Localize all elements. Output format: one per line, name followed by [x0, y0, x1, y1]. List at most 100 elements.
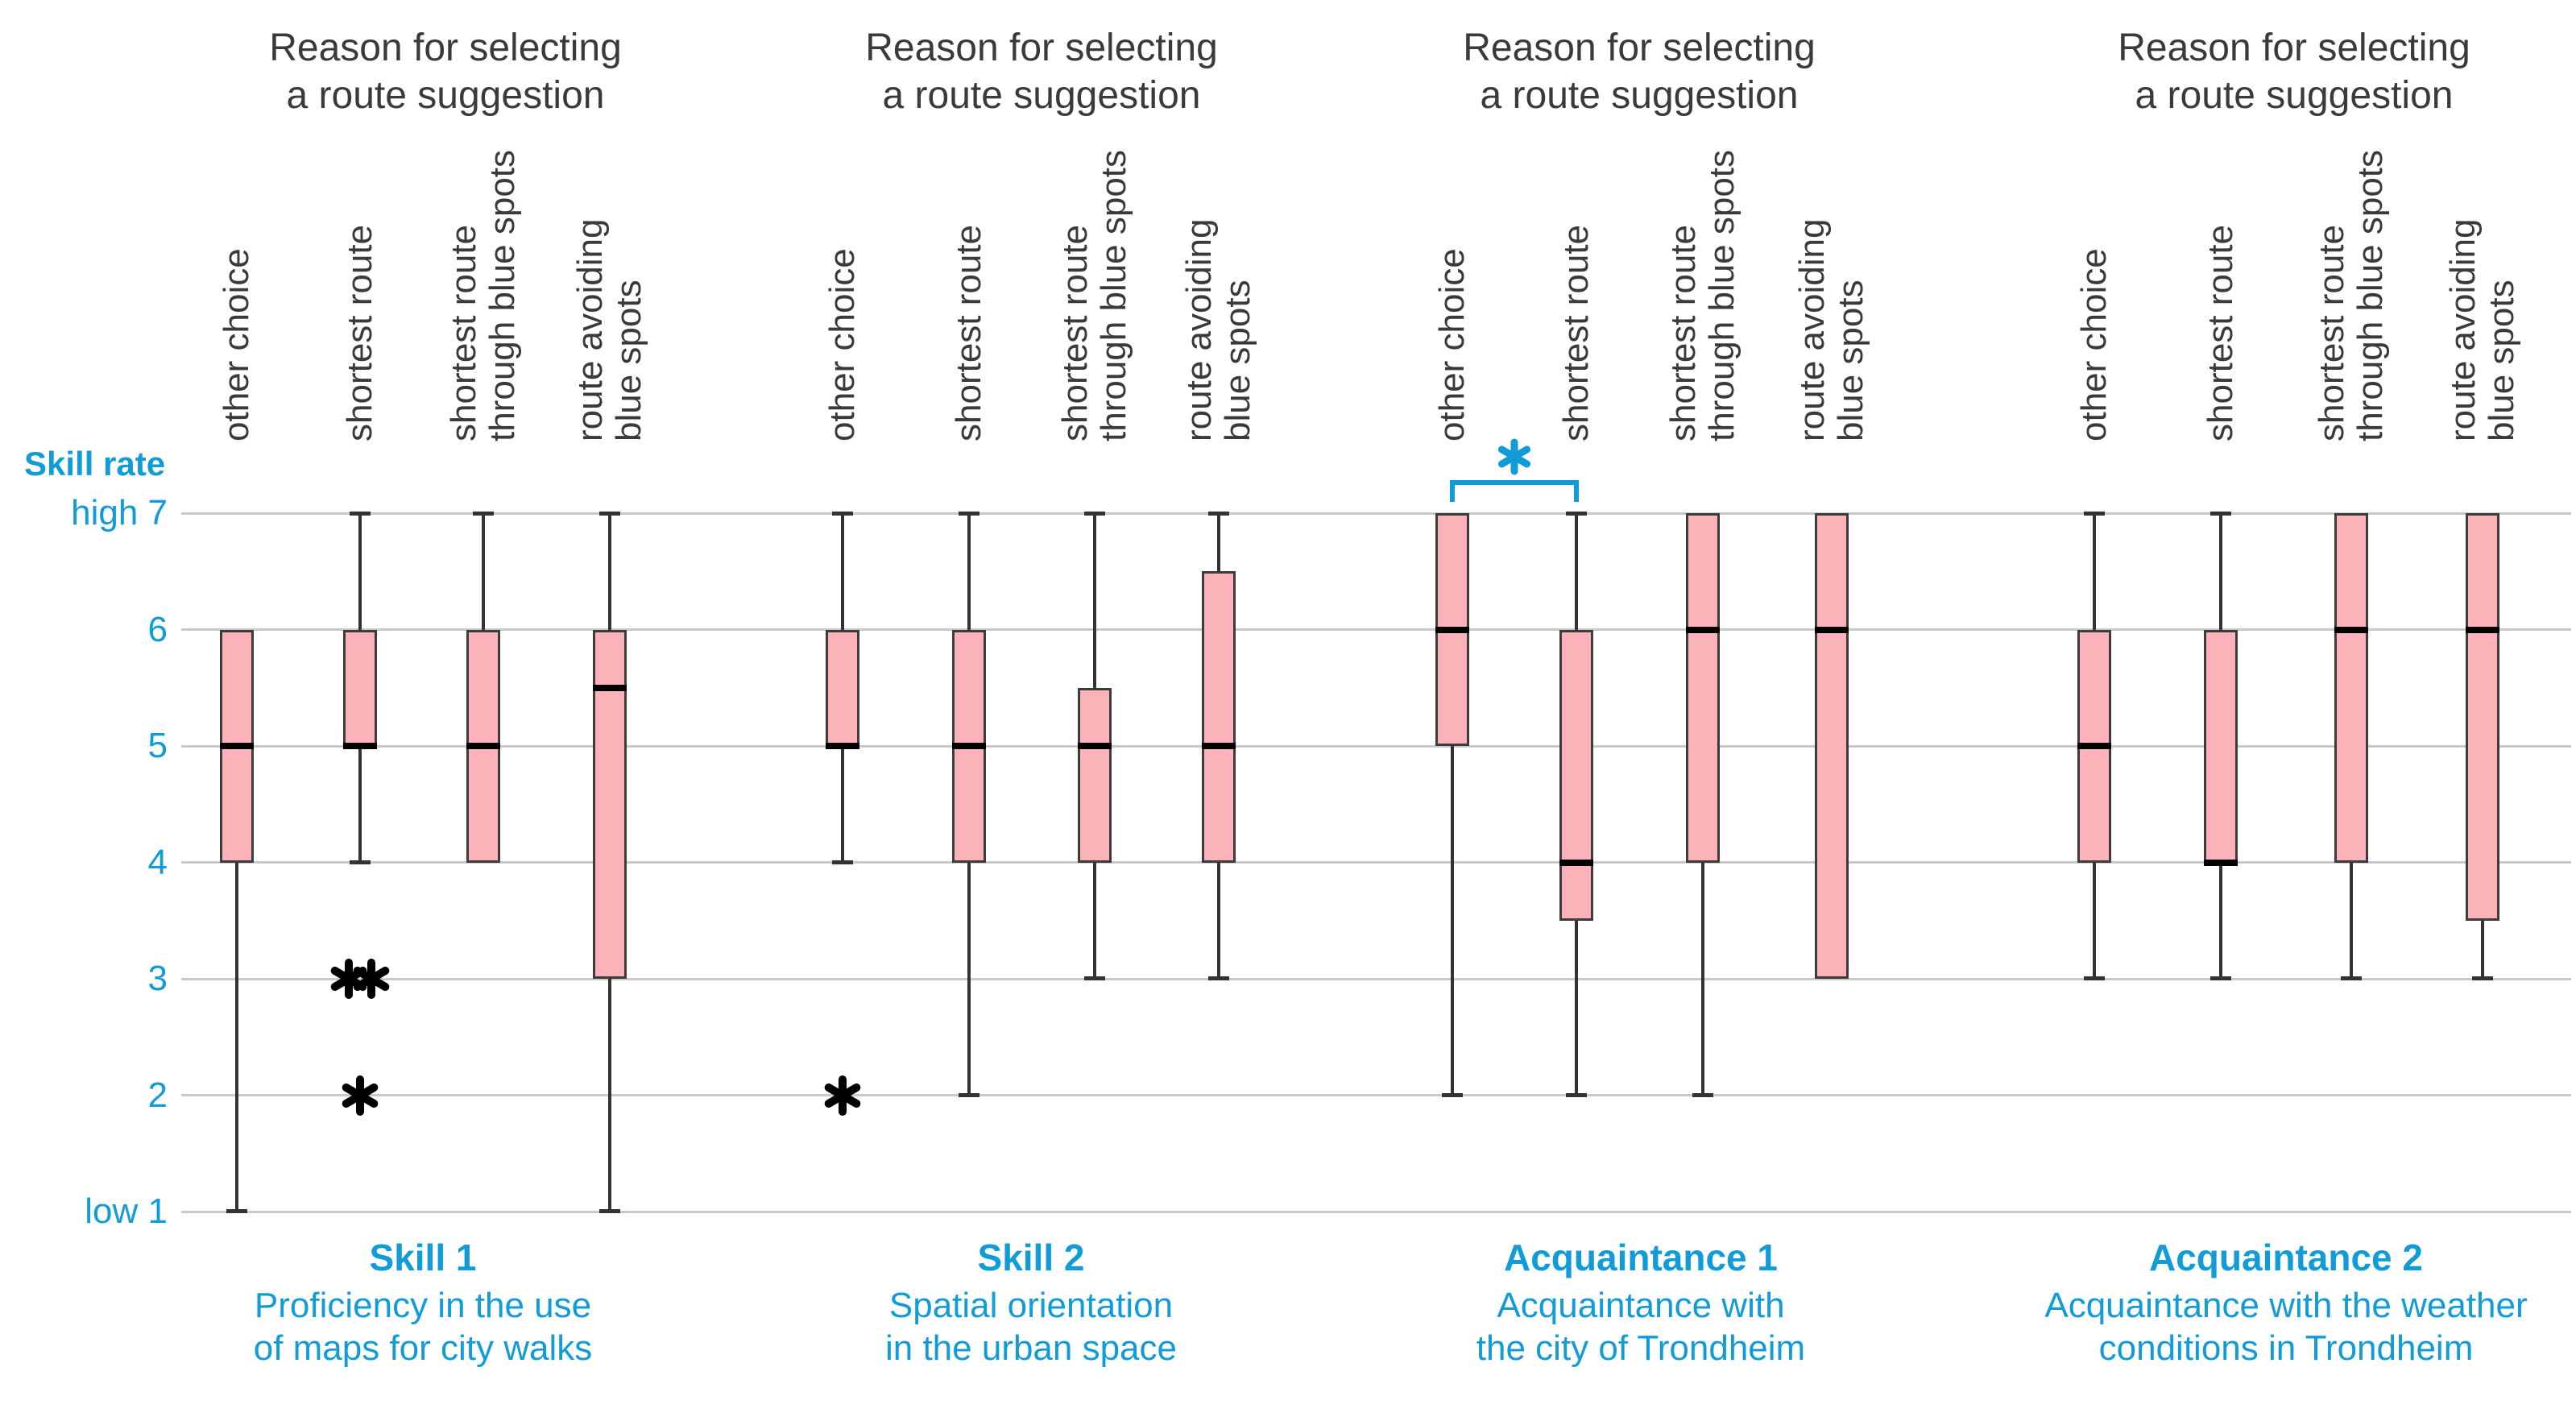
- group-header: Reason for selecting a route suggestion: [865, 27, 1218, 117]
- median-line: [593, 684, 627, 691]
- y-axis-title: Skill rate: [24, 445, 166, 483]
- whisker: [608, 979, 611, 1212]
- column-label: route avoiding blue spots: [1179, 218, 1257, 441]
- whisker-cap: [1084, 512, 1105, 516]
- whisker: [1701, 862, 1704, 1096]
- box: [1559, 629, 1593, 921]
- whisker-cap: [1208, 976, 1229, 980]
- outlier-marker: [347, 955, 396, 1003]
- whisker-cap: [599, 1209, 620, 1213]
- asterisk-icon: [342, 1075, 379, 1116]
- whisker-cap: [832, 860, 853, 864]
- whisker: [2219, 513, 2222, 630]
- median-line: [1435, 626, 1469, 633]
- gridline: [181, 628, 2571, 631]
- whisker-cap: [599, 512, 620, 516]
- whisker-cap: [1566, 512, 1587, 516]
- whisker-cap: [1566, 1092, 1587, 1097]
- whisker-cap: [1442, 1092, 1463, 1097]
- whisker: [1093, 862, 1096, 979]
- group-title: Acquaintance 2: [2149, 1237, 2423, 1278]
- median-line: [343, 743, 377, 749]
- group-header: Reason for selecting a route suggestion: [2118, 27, 2470, 117]
- column-label: route avoiding blue spots: [570, 218, 648, 441]
- median-line: [1815, 626, 1849, 633]
- significance-bracket: [1450, 480, 1455, 502]
- y-tick-label: high 7: [71, 493, 168, 532]
- whisker: [2093, 513, 2096, 630]
- box: [1202, 571, 1236, 863]
- y-tick-label: 3: [147, 959, 168, 998]
- significance-bracket: [1450, 480, 1579, 485]
- median-line: [952, 743, 986, 749]
- whisker: [1093, 513, 1096, 688]
- median-line: [2204, 859, 2238, 866]
- median-line: [1202, 743, 1236, 749]
- outlier-marker: [818, 1071, 867, 1120]
- whisker-cap: [2084, 976, 2105, 980]
- box: [1078, 687, 1112, 863]
- whisker: [608, 513, 611, 630]
- y-tick-label: 2: [147, 1075, 168, 1115]
- gridline: [181, 744, 2571, 748]
- whisker: [2219, 862, 2222, 979]
- significance-star: [1493, 435, 1536, 479]
- group-title: Skill 2: [977, 1237, 1085, 1278]
- box: [2204, 629, 2238, 863]
- group-header: Reason for selecting a route suggestion: [1463, 27, 1816, 117]
- median-line: [1559, 859, 1593, 866]
- whisker-cap: [1692, 1092, 1713, 1097]
- group-title: Skill 1: [369, 1237, 477, 1278]
- median-line: [2334, 626, 2368, 633]
- y-tick-label: 6: [147, 609, 168, 649]
- whisker-cap: [226, 1209, 247, 1213]
- whisker: [841, 746, 844, 863]
- whisker-cap: [959, 1092, 979, 1097]
- gridline: [181, 861, 2571, 864]
- column-label: shortest route: [2201, 224, 2240, 441]
- whisker: [2093, 862, 2096, 979]
- whisker-cap: [832, 512, 853, 516]
- median-line: [466, 743, 500, 749]
- column-label: other choice: [822, 248, 862, 441]
- whisker-cap: [2472, 976, 2493, 980]
- y-tick-label: low 1: [85, 1191, 168, 1231]
- box: [1815, 513, 1849, 979]
- column-label: shortest route through blue spots: [1055, 149, 1133, 441]
- whisker: [358, 513, 362, 630]
- whisker-cap: [1208, 512, 1229, 516]
- significance-bracket: [1574, 480, 1579, 502]
- column-label: shortest route through blue spots: [2312, 149, 2390, 441]
- whisker-cap: [473, 512, 494, 516]
- median-line: [220, 743, 254, 749]
- asterisk-icon: [353, 959, 390, 999]
- gridline: [181, 512, 2571, 515]
- whisker-cap: [1084, 976, 1105, 980]
- whisker: [841, 513, 844, 630]
- whisker: [235, 862, 238, 1212]
- whisker: [1451, 746, 1454, 1096]
- group-title: Acquaintance 1: [1504, 1237, 1778, 1278]
- box: [2334, 513, 2368, 863]
- whisker: [967, 862, 971, 1096]
- whisker: [2350, 862, 2353, 979]
- median-line: [2466, 626, 2499, 633]
- whisker: [2481, 920, 2484, 979]
- column-label: shortest route: [1556, 224, 1596, 441]
- group-description: Spatial orientation in the urban space: [884, 1286, 1178, 1368]
- whisker: [967, 513, 971, 630]
- box: [1686, 513, 1720, 863]
- column-label: shortest route through blue spots: [444, 149, 522, 441]
- whisker: [1217, 862, 1220, 979]
- group-description: Proficiency in the use of maps for city …: [253, 1286, 593, 1368]
- whisker: [1575, 920, 1578, 1096]
- column-label: shortest route through blue spots: [1663, 149, 1741, 441]
- column-label: shortest route: [340, 224, 379, 441]
- box: [826, 629, 859, 746]
- asterisk-icon: [1497, 438, 1531, 475]
- y-tick-label: 5: [147, 726, 168, 765]
- outlier-marker: [336, 1071, 384, 1120]
- whisker-cap: [2084, 512, 2105, 516]
